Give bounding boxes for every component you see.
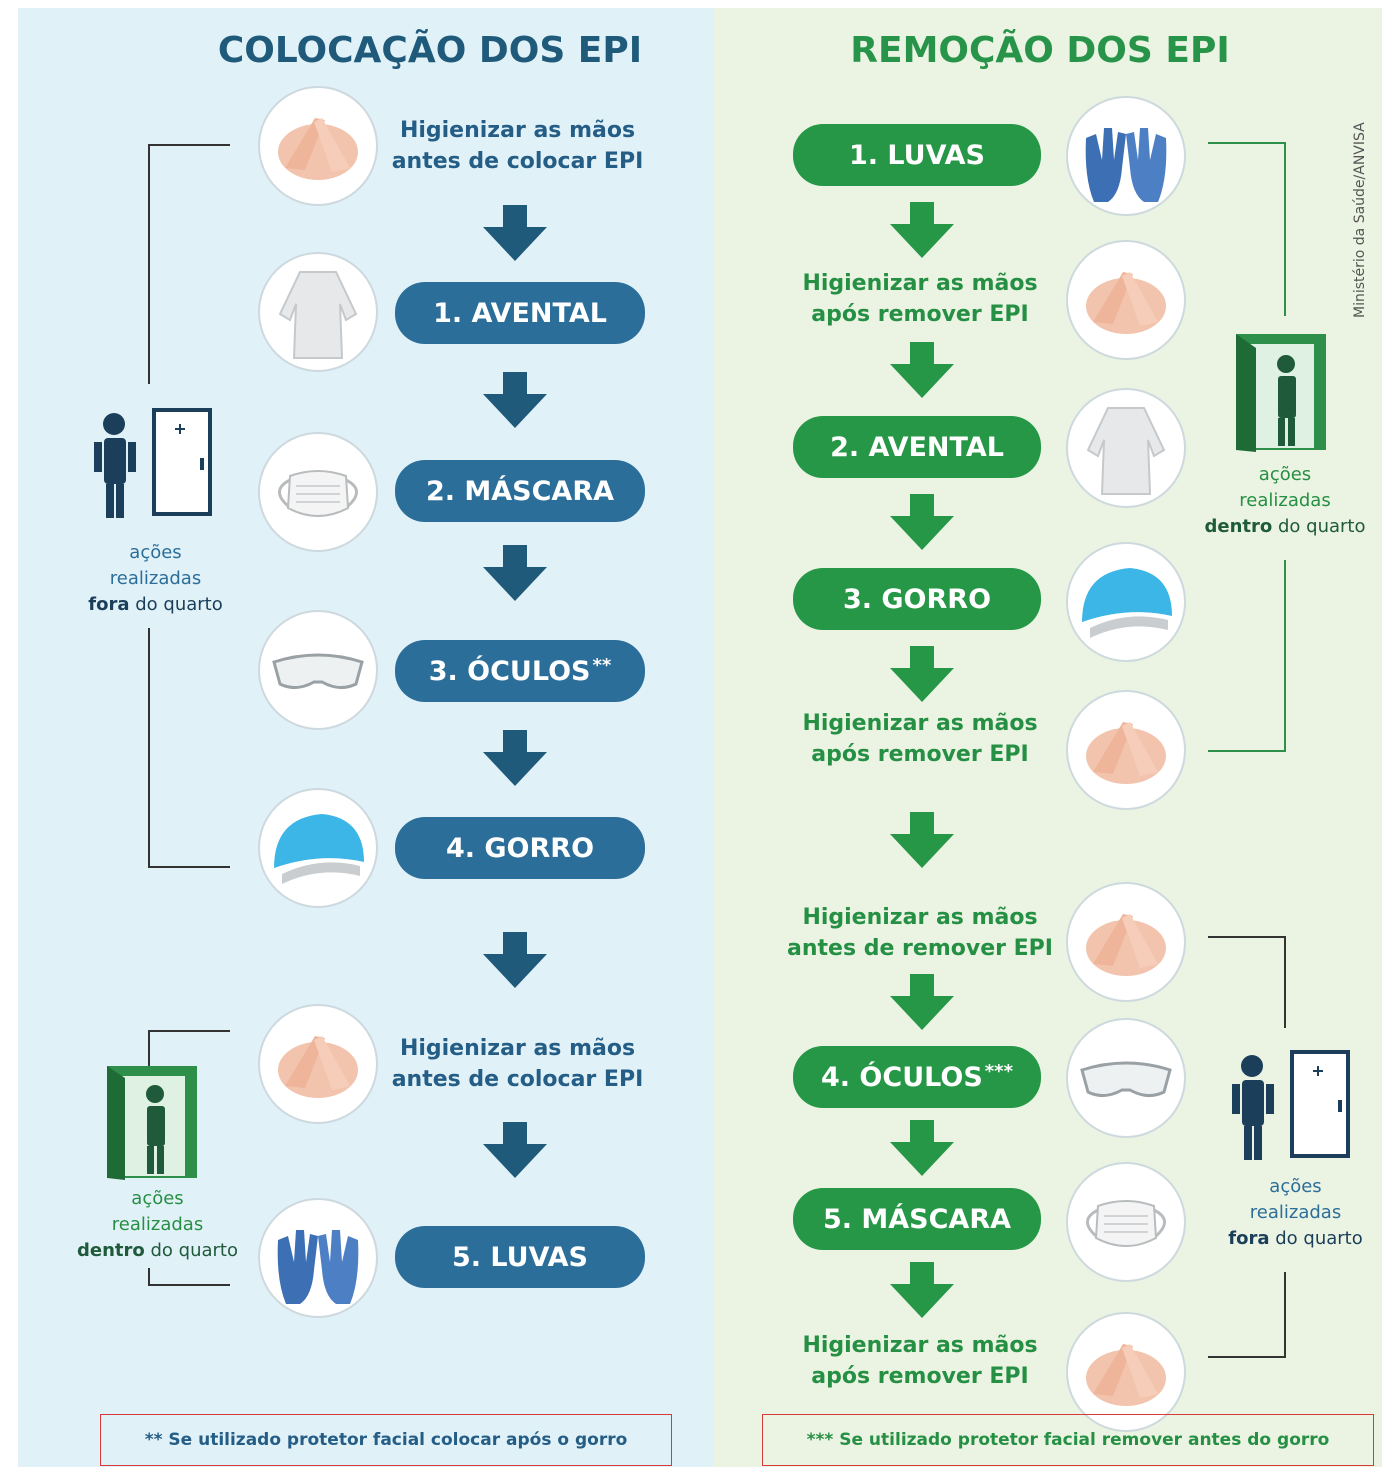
outside-label-right: ações realizadas fora do quarto xyxy=(1208,1174,1383,1252)
hygiene-line-2: antes de remover EPI xyxy=(787,936,1053,961)
step-oculos-put-sup: ** xyxy=(592,654,612,676)
step-oculos-put-label: 3. ÓCULOS xyxy=(428,655,591,687)
inside-label-line-2: realizadas xyxy=(111,1214,204,1235)
bracket-outside-bottom xyxy=(148,628,230,868)
hygiene-before-text-2: Higienizar as mãos antes de colocar EPI xyxy=(380,1033,655,1095)
down-arrow-icon xyxy=(483,730,547,786)
footnote-right: *** Se utilizado protetor facial remover… xyxy=(762,1414,1374,1466)
person-outside-door-icon xyxy=(1224,1046,1354,1166)
gloves-icon xyxy=(258,1198,378,1318)
hygiene-line-1: Higienizar as mãos xyxy=(802,905,1038,930)
outside-label-line-1: ações xyxy=(129,542,182,563)
hands-icon xyxy=(1066,240,1186,360)
step-luvas-put: 5. LUVAS xyxy=(395,1226,645,1288)
outside-label-left: ações realizadas fora do quarto xyxy=(68,540,243,618)
down-arrow-icon xyxy=(483,1122,547,1178)
cap-icon xyxy=(1066,542,1186,662)
inside-label-right: ações realizadas dentro do quarto xyxy=(1190,462,1380,540)
step-gorro-put: 4. GORRO xyxy=(395,817,645,879)
cap-icon xyxy=(258,788,378,908)
inside-label-line-3: do quarto xyxy=(1278,516,1366,537)
inside-label-line-1: ações xyxy=(131,1188,184,1209)
footnote-left: ** Se utilizado protetor facial colocar … xyxy=(100,1414,672,1466)
goggles-icon xyxy=(1066,1018,1186,1138)
bracket-inside-top xyxy=(148,1030,230,1066)
hygiene-line-2: após remover EPI xyxy=(811,742,1029,767)
goggles-icon xyxy=(258,610,378,730)
hygiene-line-1: Higienizar as mãos xyxy=(802,1333,1038,1358)
down-arrow-icon xyxy=(483,932,547,988)
hands-icon xyxy=(258,1004,378,1124)
step-mascara-put: 2. MÁSCARA xyxy=(395,460,645,522)
inside-label-line-1: ações xyxy=(1258,464,1312,485)
inside-label-line-2: realizadas xyxy=(1239,490,1331,511)
step-avental-put: 1. AVENTAL xyxy=(395,282,645,344)
right-title: REMOÇÃO DOS EPI xyxy=(850,30,1230,71)
mask-icon xyxy=(1066,1162,1186,1282)
hands-icon xyxy=(258,86,378,206)
down-arrow-icon xyxy=(890,202,954,258)
outside-label-bold: fora xyxy=(88,594,130,615)
down-arrow-icon xyxy=(890,974,954,1030)
bracket-inside-bottom xyxy=(148,1268,230,1286)
hygiene-after-text-3: Higienizar as mãos após remover EPI xyxy=(770,1330,1070,1392)
inside-label-bold: dentro xyxy=(77,1240,145,1261)
step-luvas-remove: 1. LUVAS xyxy=(793,124,1041,186)
down-arrow-icon xyxy=(483,545,547,601)
hygiene-after-text: Higienizar as mãos após remover EPI xyxy=(770,268,1070,330)
hygiene-line-2: após remover EPI xyxy=(811,1364,1029,1389)
outside-label-line-3: do quarto xyxy=(135,594,223,615)
person-outside-door-icon xyxy=(86,404,216,524)
step-oculos-remove-sup: *** xyxy=(984,1060,1014,1082)
hygiene-before-remove-text: Higienizar as mãos antes de remover EPI xyxy=(770,902,1070,964)
step-oculos-remove: 4. ÓCULOS*** xyxy=(793,1046,1041,1108)
inside-label-bold: dentro xyxy=(1204,516,1273,537)
step-oculos-put: 3. ÓCULOS** xyxy=(395,640,645,702)
bracket-outside-top xyxy=(148,144,230,384)
down-arrow-icon xyxy=(890,646,954,702)
inside-label-line-3: do quarto xyxy=(150,1240,239,1261)
person-inside-room-icon xyxy=(1234,330,1330,452)
person-inside-room-icon xyxy=(105,1062,201,1180)
hygiene-line-2: antes de colocar EPI xyxy=(391,149,644,174)
down-arrow-icon xyxy=(890,812,954,868)
outside-label-line-1: ações xyxy=(1269,1176,1322,1197)
hands-icon xyxy=(1066,882,1186,1002)
step-oculos-remove-label: 4. ÓCULOS xyxy=(820,1061,983,1093)
outside-label-bold: fora xyxy=(1228,1228,1270,1249)
bracket-outside-top-right xyxy=(1208,936,1286,1028)
hygiene-line-2: antes de colocar EPI xyxy=(391,1067,644,1092)
down-arrow-icon xyxy=(483,372,547,428)
left-title: COLOCAÇÃO DOS EPI xyxy=(217,30,643,71)
step-gorro-remove: 3. GORRO xyxy=(793,568,1041,630)
credit-text: Ministério da Saúde/ANVISA xyxy=(1352,122,1368,318)
hygiene-line-2: após remover EPI xyxy=(811,302,1029,327)
down-arrow-icon xyxy=(890,494,954,550)
step-mascara-remove: 5. MÁSCARA xyxy=(793,1188,1041,1250)
hygiene-line-1: Higienizar as mãos xyxy=(802,271,1038,296)
bracket-outside-bottom-right xyxy=(1208,1272,1286,1358)
hands-icon xyxy=(1066,1312,1186,1432)
bracket-inside-bottom-right xyxy=(1208,560,1286,752)
mask-icon xyxy=(258,432,378,552)
down-arrow-icon xyxy=(890,1120,954,1176)
outside-label-line-3: do quarto xyxy=(1275,1228,1363,1249)
gown-icon xyxy=(258,252,378,372)
bracket-inside-top-right xyxy=(1208,142,1286,316)
hygiene-line-1: Higienizar as mãos xyxy=(399,118,636,143)
gloves-icon xyxy=(1066,96,1186,216)
step-avental-remove: 2. AVENTAL xyxy=(793,416,1041,478)
hygiene-line-1: Higienizar as mãos xyxy=(399,1036,636,1061)
hygiene-line-1: Higienizar as mãos xyxy=(802,711,1038,736)
hygiene-after-text-2: Higienizar as mãos após remover EPI xyxy=(770,708,1070,770)
inside-label-left: ações realizadas dentro do quarto xyxy=(60,1186,255,1264)
hygiene-before-text: Higienizar as mãos antes de colocar EPI xyxy=(380,115,655,177)
down-arrow-icon xyxy=(890,1262,954,1318)
hands-icon xyxy=(1066,690,1186,810)
down-arrow-icon xyxy=(890,342,954,398)
outside-label-line-2: realizadas xyxy=(109,568,202,589)
down-arrow-icon xyxy=(483,205,547,261)
outside-label-line-2: realizadas xyxy=(1249,1202,1342,1223)
gown-icon xyxy=(1066,388,1186,508)
